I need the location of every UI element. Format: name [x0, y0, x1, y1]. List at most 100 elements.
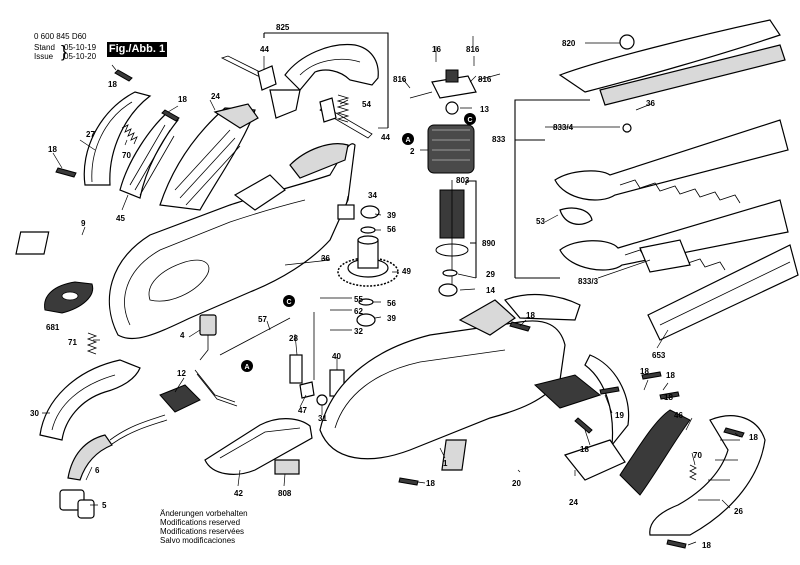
part-71-spring [86, 332, 98, 355]
part-45-grip-sleeve [119, 111, 179, 199]
callout-24-a: 24 [211, 92, 220, 101]
part-70-spring-right [689, 464, 697, 481]
part-28-bracket [289, 354, 303, 384]
callout-47: 47 [298, 406, 307, 415]
callout-18-c: 18 [48, 145, 57, 154]
part-808-label [274, 459, 300, 475]
leader-lines [42, 32, 741, 546]
callout-45: 45 [116, 214, 125, 223]
callout-18-j: 18 [749, 433, 758, 442]
screw-18-c [55, 167, 77, 178]
part-36-shaft [284, 259, 331, 266]
callout-18-b: 18 [178, 95, 187, 104]
screw-18-d [509, 321, 531, 332]
callout-18-f: 18 [666, 371, 675, 380]
part-14-bearing [438, 283, 458, 297]
housing-left-half [108, 143, 356, 340]
part-39-bearing [360, 205, 380, 219]
callout-34: 34 [368, 191, 377, 200]
callout-825: 825 [276, 23, 290, 32]
part-681-cord-clip [44, 281, 94, 314]
callout-816-b: 816 [393, 75, 407, 84]
screw-18-f [641, 371, 662, 380]
screw-18-k [666, 539, 687, 549]
note-en: Modifications reserved [160, 518, 241, 527]
callout-833-3: 833/3 [578, 277, 599, 286]
callout-816-c: 816 [478, 75, 492, 84]
ref-marker-c-top [464, 113, 476, 125]
part-13-bearing [445, 101, 459, 115]
callout-816-a: 816 [466, 45, 480, 54]
part-56-washer [360, 226, 376, 234]
callout-833-4: 833/4 [553, 123, 574, 132]
callout-6: 6 [95, 466, 100, 475]
callout-53: 53 [536, 217, 545, 226]
part-4-wire [199, 335, 209, 361]
part-24-cover [563, 439, 626, 481]
callout-44-right: 44 [381, 133, 390, 142]
part-20-label [441, 439, 467, 471]
stand-value: 05-10-19 [64, 43, 97, 52]
callout-18-d: 18 [526, 311, 535, 320]
part-5-plug [59, 489, 95, 519]
ref-marker-a-bottom [241, 360, 253, 372]
callout-681: 681 [46, 323, 60, 332]
part-57-wire [219, 317, 291, 356]
callout-46: 46 [674, 411, 683, 420]
part-9-label [15, 231, 50, 255]
callout-26: 26 [734, 507, 743, 516]
part-27-front-handle [83, 91, 152, 186]
screw-18-b [161, 109, 180, 122]
part-39-bearing-lower [356, 313, 376, 327]
stand-label: Stand [34, 43, 55, 52]
ref-marker-c-bottom-text: C [286, 299, 291, 306]
callout-70-b: 70 [693, 451, 702, 460]
part-24-handle-segment [159, 103, 259, 211]
callout-1: 1 [443, 459, 448, 468]
part-30-handle-half [39, 359, 141, 441]
callout-54: 54 [362, 100, 371, 109]
part-833-4-screw [622, 123, 632, 133]
callout-29: 29 [486, 270, 495, 279]
part-47-clip [299, 381, 315, 399]
callout-62: 62 [354, 307, 363, 316]
part-833-blade-assembly [554, 19, 789, 273]
callout-18-e: 18 [640, 367, 649, 376]
note-de: Änderungen vorbehalten [160, 509, 248, 518]
part-44-switch-rod [220, 55, 373, 139]
part-42-base-plate [204, 418, 313, 475]
part-31-nut [316, 394, 328, 406]
callout-27: 27 [86, 130, 95, 139]
screw-18-i [398, 477, 419, 486]
ref-marker-c-top-text: C [467, 117, 472, 124]
callout-19: 19 [615, 411, 624, 420]
ref-marker-a-bottom-text: A [244, 364, 249, 371]
callout-16: 16 [432, 45, 441, 54]
callout-890: 890 [482, 239, 496, 248]
note-es: Salvo modificaciones [160, 536, 236, 545]
callout-39-a: 39 [387, 211, 396, 220]
part-2-motor-field [427, 124, 475, 174]
note-fr: Modifications reservées [160, 527, 245, 536]
part-820-knob [619, 34, 635, 50]
callout-49: 49 [402, 267, 411, 276]
callout-24-b: 24 [569, 498, 578, 507]
part-16-brush-holder [409, 69, 501, 99]
part-half-shell-dark [533, 374, 602, 409]
part-1-housing-right [319, 294, 581, 460]
callout-31: 31 [318, 414, 327, 423]
screw-18-e [599, 386, 620, 395]
callout-12: 12 [177, 369, 186, 378]
callout-28: 28 [289, 334, 298, 343]
callout-13: 13 [480, 105, 489, 114]
callout-44-top: 44 [260, 45, 269, 54]
callout-833: 833 [492, 135, 506, 144]
reference-markers: A C C A [241, 113, 476, 372]
brace-icon: } [61, 42, 67, 61]
callout-71: 71 [68, 338, 77, 347]
part-6-power-cable [67, 414, 168, 481]
callout-39-b: 39 [387, 314, 396, 323]
callout-9: 9 [81, 219, 86, 228]
